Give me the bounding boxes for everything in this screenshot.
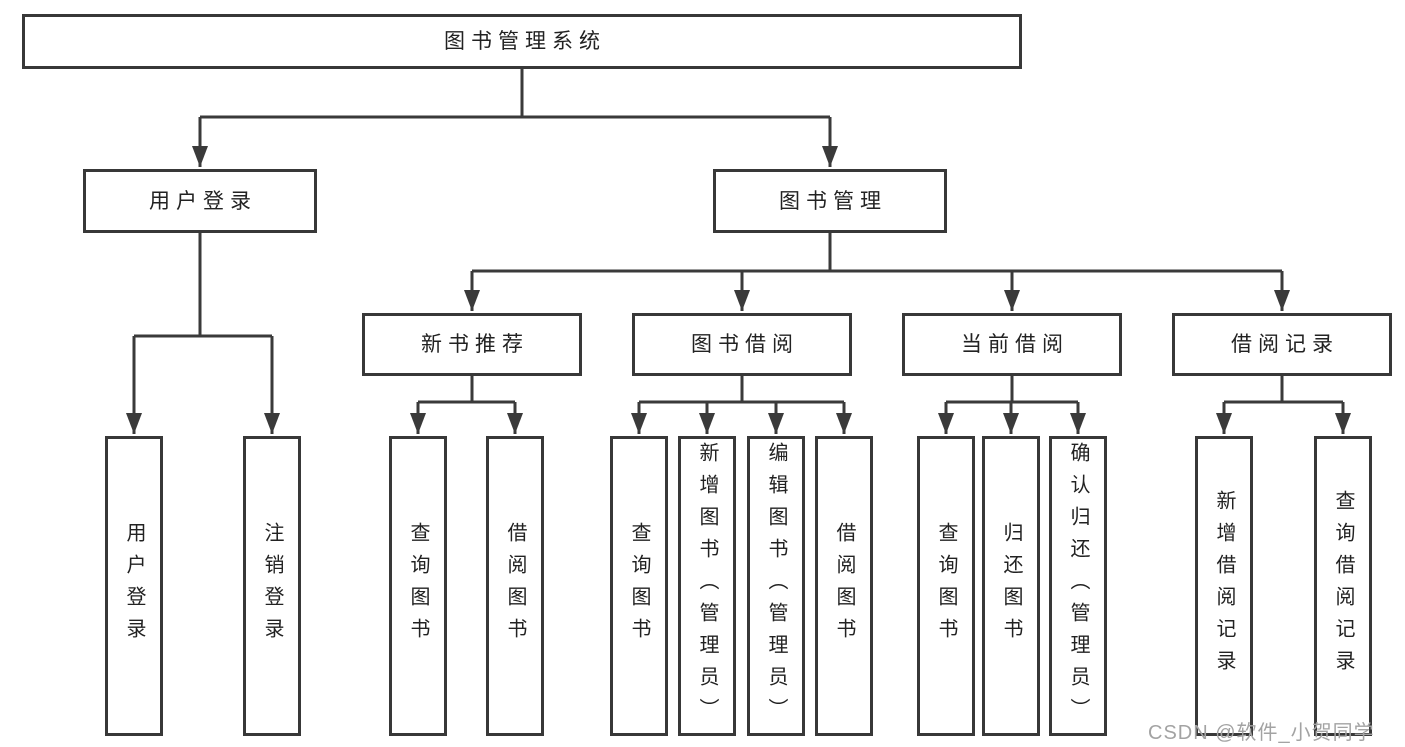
watermark: CSDN @软件_小贺同学 bbox=[1148, 722, 1375, 744]
node-library-management-system: 图书管理系统 bbox=[22, 14, 1022, 69]
leaf-return-books: 归还图书 bbox=[982, 436, 1040, 736]
connector-current-borrow-to-leaves bbox=[938, 376, 1086, 434]
leaf-confirm-return-admin: 确认归还（管理员） bbox=[1049, 436, 1107, 736]
leaf-add-books-admin: 新增图书（管理员） bbox=[678, 436, 736, 736]
leaf-query-borrow-record: 查询借阅记录 bbox=[1314, 436, 1372, 736]
connector-book-borrow-to-leaves bbox=[631, 376, 852, 434]
connector-new-book-recommend-to-leaves bbox=[410, 376, 523, 434]
node-current-borrow: 当前借阅 bbox=[902, 313, 1122, 376]
leaf-logout: 注销登录 bbox=[243, 436, 301, 736]
connector-book-management-to-level3 bbox=[464, 233, 1290, 311]
leaf-add-borrow-record: 新增借阅记录 bbox=[1195, 436, 1253, 736]
connector-user-login-to-leaves bbox=[126, 233, 280, 434]
leaf-query-books-current: 查询图书 bbox=[917, 436, 975, 736]
node-user-login: 用户登录 bbox=[83, 169, 317, 233]
leaf-borrow-books: 借阅图书 bbox=[815, 436, 873, 736]
leaf-query-books-borrow: 查询图书 bbox=[610, 436, 668, 736]
connector-borrow-records-to-leaves bbox=[1216, 376, 1351, 434]
node-new-book-recommend: 新书推荐 bbox=[362, 313, 582, 376]
node-book-management: 图书管理 bbox=[713, 169, 947, 233]
connector-root-to-level2 bbox=[192, 69, 838, 167]
leaf-user-login: 用户登录 bbox=[105, 436, 163, 736]
node-book-borrow: 图书借阅 bbox=[632, 313, 852, 376]
leaf-edit-books-admin: 编辑图书（管理员） bbox=[747, 436, 805, 736]
leaf-query-books-recommend: 查询图书 bbox=[389, 436, 447, 736]
leaf-borrow-books-recommend: 借阅图书 bbox=[486, 436, 544, 736]
node-borrow-records: 借阅记录 bbox=[1172, 313, 1392, 376]
